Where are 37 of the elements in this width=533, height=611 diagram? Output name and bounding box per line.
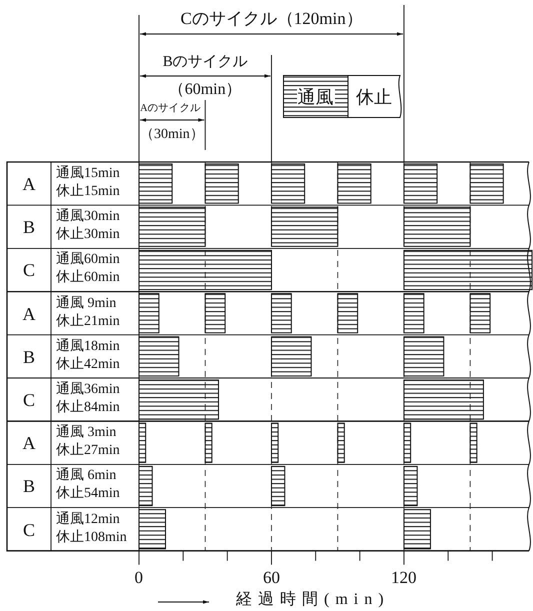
row-letter: B	[23, 348, 36, 366]
cycle-label: Bのサイクル	[162, 55, 248, 70]
row-letter: A	[22, 175, 36, 193]
ventilation-time: 通風30min	[56, 210, 120, 224]
row-letter: A	[22, 434, 36, 452]
tick-label: 120	[390, 568, 416, 586]
cycle-length: （60min）	[168, 82, 242, 98]
row-letter: B	[23, 218, 36, 236]
pause-time: 休止84min	[56, 401, 120, 415]
pause-time: 休止108min	[56, 530, 127, 545]
row-letter: C	[23, 520, 36, 539]
ventilation-time: 通風18min	[56, 340, 120, 354]
pause-time: 休止27min	[56, 444, 120, 458]
ventilation-time: 通風 3min	[56, 426, 116, 440]
tick-label: 0	[134, 568, 143, 586]
row-letter: C	[23, 391, 36, 409]
pause-time: 休止60min	[56, 271, 120, 286]
ventilation-time: 通風15min	[56, 167, 120, 181]
row-letter: C	[23, 261, 36, 280]
row-letter: A	[22, 304, 36, 323]
pause-time: 休止21min	[56, 314, 120, 329]
cycle-length: （30min）	[140, 128, 204, 142]
axis-title: 経過時間(min)	[236, 592, 390, 608]
pause-time: 休止15min	[56, 185, 120, 199]
ventilation-time: 通風60min	[56, 253, 120, 268]
pause-time: 休止54min	[56, 487, 120, 502]
pause-time: 休止30min	[56, 228, 120, 242]
ventilation-time: 通風 6min	[56, 469, 116, 484]
row-letter: B	[23, 477, 36, 496]
ventilation-time: 通風12min	[56, 512, 120, 527]
ventilation-time: 通風36min	[56, 383, 120, 397]
legend-label: 休止	[355, 88, 393, 106]
pause-time: 休止42min	[56, 358, 120, 372]
tick-label: 60	[262, 568, 280, 586]
cycle-label: Aのサイクル	[140, 104, 201, 114]
ventilation-time: 通風 9min	[56, 296, 116, 311]
legend-label: 通風	[296, 88, 334, 106]
